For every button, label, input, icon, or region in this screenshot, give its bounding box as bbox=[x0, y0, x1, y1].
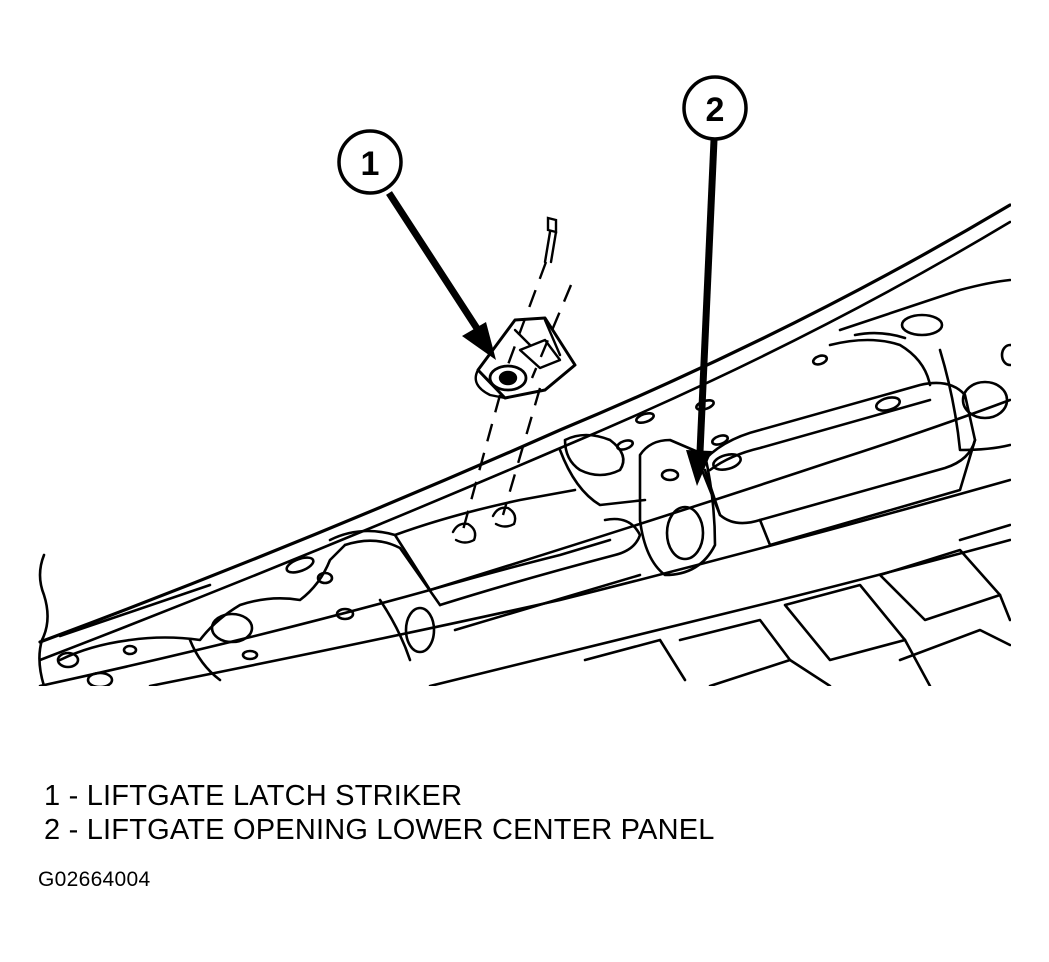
callout-1-number: 1 bbox=[361, 145, 380, 183]
callout-2-number: 2 bbox=[706, 91, 725, 129]
legend-item-2: 2 - LIFTGATE OPENING LOWER CENTER PANEL bbox=[44, 814, 715, 846]
callout-1: 1 bbox=[337, 129, 496, 360]
callout-2: 2 bbox=[682, 75, 748, 486]
vehicle-body-panel bbox=[38, 203, 1011, 686]
liftgate-illustration: 1 2 bbox=[38, 75, 1011, 686]
callout-2-arrowhead bbox=[686, 450, 712, 486]
latch-striker bbox=[474, 316, 577, 400]
legend-item-1: 1 - LIFTGATE LATCH STRIKER bbox=[44, 780, 463, 812]
legend: 1 - LIFTGATE LATCH STRIKER 2 - LIFTGATE … bbox=[44, 779, 715, 847]
callout-1-arrowhead bbox=[462, 322, 496, 360]
figure-id: G02664004 bbox=[38, 868, 151, 891]
alignment-lines bbox=[461, 261, 573, 531]
striker-bolt bbox=[543, 216, 558, 264]
